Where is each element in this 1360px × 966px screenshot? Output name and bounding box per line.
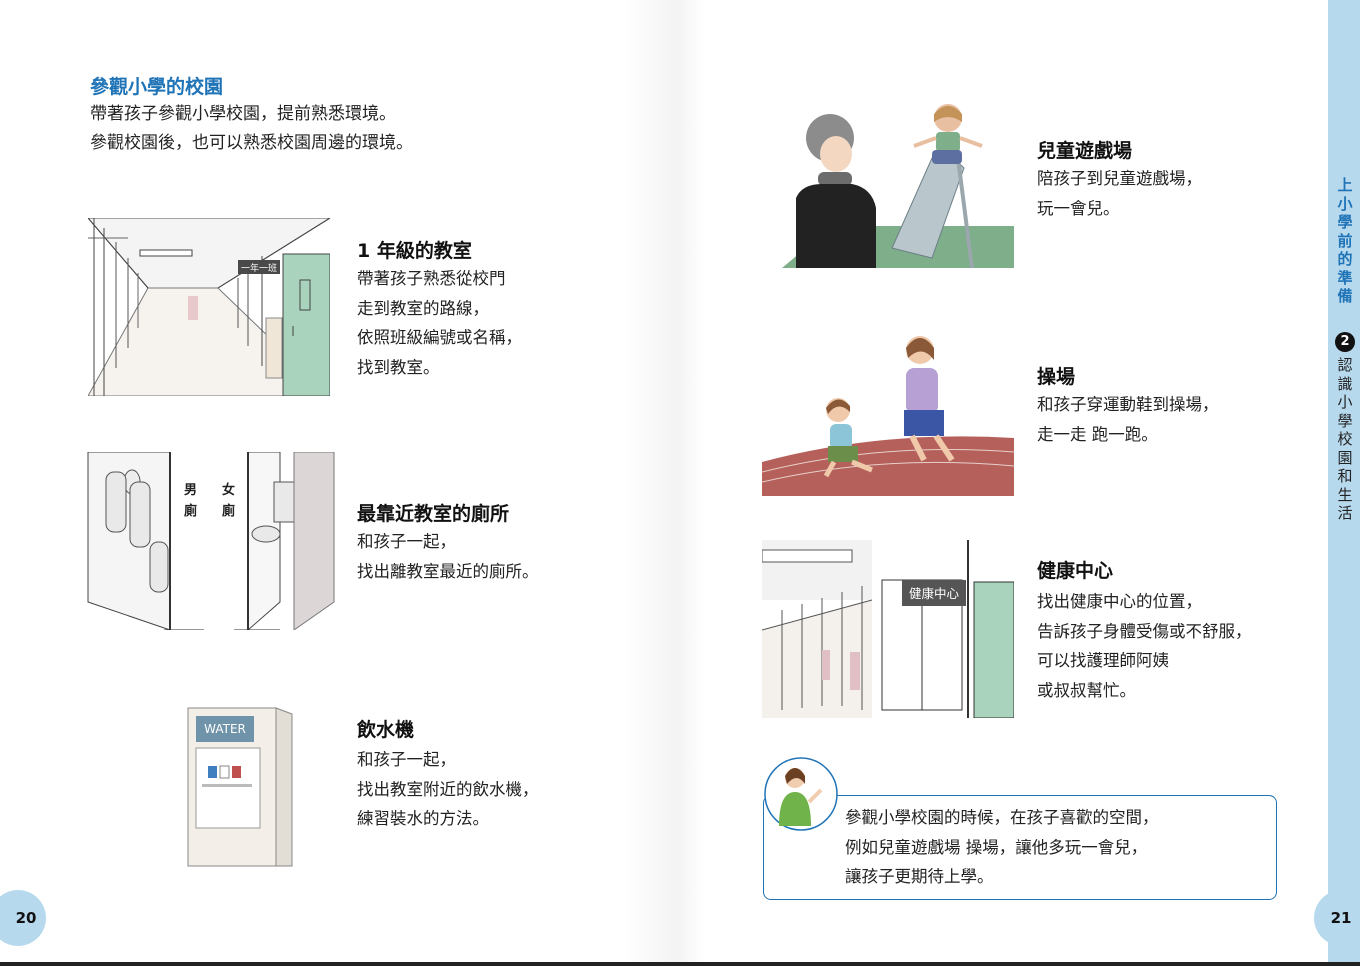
section-heading-health-center: 健康中心 [1037,560,1114,582]
tip-text: 參觀小學校園的時候，在孩子喜歡的空間， 例如兒童遊戲場 操場，讓他多玩一會兒， … [845,808,1159,886]
water-dispenser-illustration: WATER [187,707,293,867]
section-number-badge: 2 [1335,332,1355,352]
women-restroom-sign: 女 廁 [222,483,236,519]
health-center-sign: 健康中心 [909,586,960,601]
page-number-right: 21 [1314,890,1360,946]
section-body-classroom: 帶著孩子熟悉從校門 走到教室的路線， 依照班級編號或名稱， 找到教室。 [357,269,522,377]
health-center-illustration: 健康中心 [762,540,1014,718]
classroom-sign: 一年一班 [241,262,277,274]
section-body-playground: 陪孩子到兒童遊戲場， 玩一會兒。 [1037,169,1202,218]
section-heading-water-dispenser: 飲水機 [357,719,415,741]
section-heading-restroom: 最靠近教室的廁所 [357,503,510,525]
section-body-sports-field: 和孩子穿運動鞋到操場， 走一走 跑一跑。 [1037,395,1219,444]
bottom-rule [0,962,1360,966]
page-number-left: 20 [0,890,46,946]
page-intro: 帶著孩子參觀小學校園，提前熟悉環境。 參觀校園後，也可以熟悉校園周邊的環境。 [90,104,413,153]
chapter-side-tab [1328,0,1360,962]
teacher-avatar-icon [764,757,838,831]
section-heading-sports-field: 操場 [1037,366,1076,388]
chapter-title: 上 小 學 前 的 準 備 [1337,176,1353,305]
section-body-health-center: 找出健康中心的位置， 告訴孩子身體受傷或不舒服， 可以找護理師阿姨 或叔叔幫忙。 [1037,592,1252,700]
restroom-illustration [84,452,336,630]
section-heading-playground: 兒童遊戲場 [1037,140,1133,162]
classroom-corridor-illustration: 一年一班 [88,218,330,396]
page-title: 參觀小學的校園 [90,76,224,98]
water-sign: WATER [204,722,246,736]
section-heading-classroom: 1 年級的教室 [357,240,472,262]
playground-illustration [782,104,1014,269]
section-body-water-dispenser: 和孩子一起， 找出教室附近的飲水機， 練習裝水的方法。 [357,750,539,828]
section-title: 認 識 小 學 校 園 和 生 活 [1337,356,1353,522]
men-restroom-sign: 男 廁 [184,483,198,519]
sports-field-illustration [762,336,1014,496]
tip-box [763,795,1277,900]
section-body-restroom: 和孩子一起， 找出離教室最近的廁所。 [357,532,539,581]
